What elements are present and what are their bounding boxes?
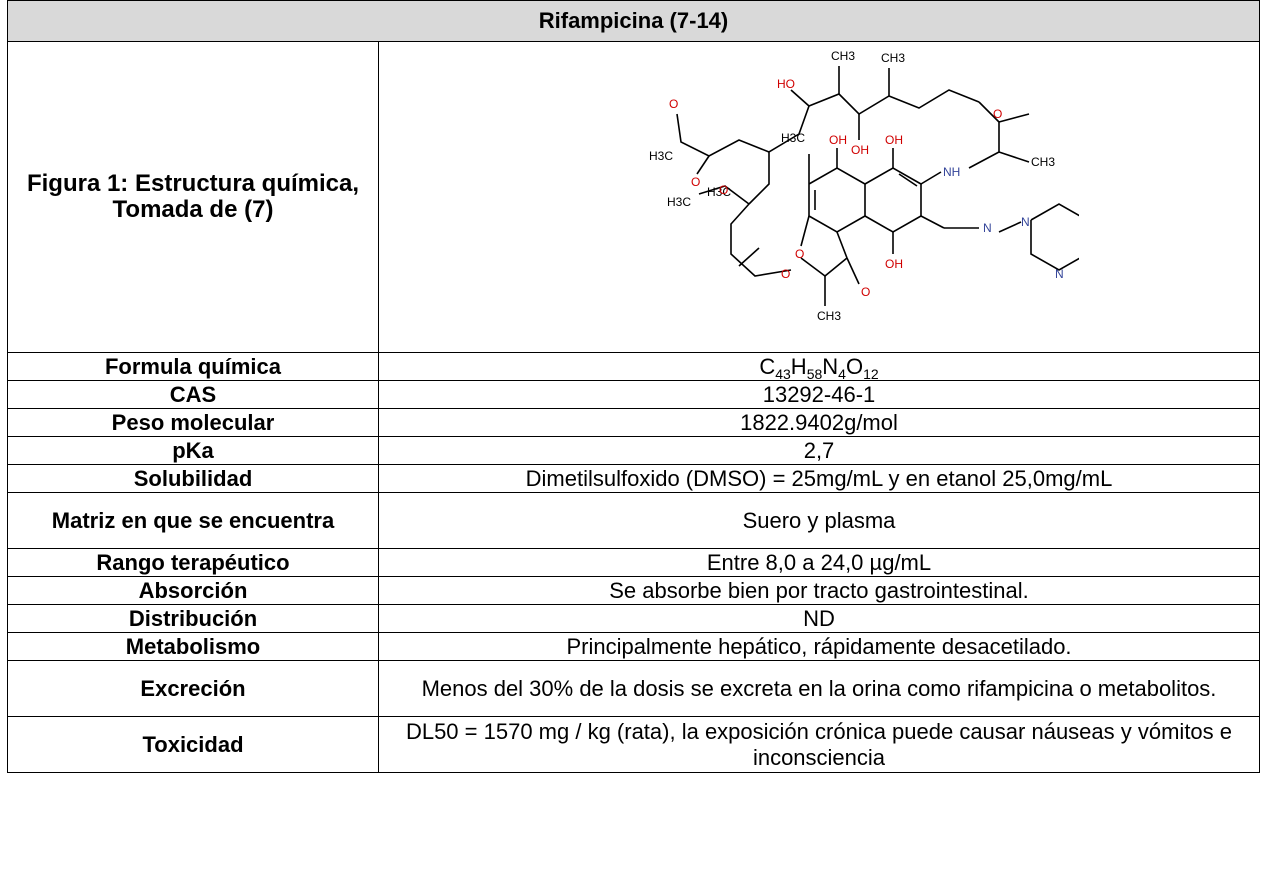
svg-text:HO: HO xyxy=(777,77,795,91)
row-absorption: Absorción Se absorbe bien por tracto gas… xyxy=(7,576,1260,605)
title-row: Rifampicina (7-14) xyxy=(7,0,1260,42)
svg-text:H3C: H3C xyxy=(707,185,731,199)
row-distribution: Distribución ND xyxy=(7,604,1260,633)
svg-text:O: O xyxy=(781,267,790,281)
structure-atom-labels: CH3 CH3 HO H3C OH OH OH OH O H3C O H3C H… xyxy=(649,49,1064,323)
svg-text:O: O xyxy=(795,247,804,261)
structure-bonds xyxy=(676,66,1079,306)
svg-text:H3C: H3C xyxy=(781,131,805,145)
svg-text:N: N xyxy=(1021,215,1030,229)
structure-cell: CH3 CH3 HO H3C OH OH OH OH O H3C O H3C H… xyxy=(378,41,1260,353)
structure-row: Figura 1: Estructura química, Tomada de … xyxy=(7,41,1260,353)
cas-value: 13292-46-1 xyxy=(378,380,1260,409)
excretion-value: Menos del 30% de la dosis se excreta en … xyxy=(378,660,1260,717)
row-molecular-weight: Peso molecular 1822.9402g/mol xyxy=(7,408,1260,437)
solubility-label: Solubilidad xyxy=(7,464,379,493)
row-cas: CAS 13292-46-1 xyxy=(7,380,1260,409)
solubility-value: Dimetilsulfoxido (DMSO) = 25mg/mL y en e… xyxy=(378,464,1260,493)
svg-text:O: O xyxy=(691,175,700,189)
svg-text:OH: OH xyxy=(829,133,847,147)
cas-label: CAS xyxy=(7,380,379,409)
rifampicina-table: Rifampicina (7-14) Figura 1: Estructura … xyxy=(7,0,1260,773)
row-metabolism: Metabolismo Principalmente hepático, ráp… xyxy=(7,632,1260,661)
matrix-value: Suero y plasma xyxy=(378,492,1260,549)
svg-text:H3C: H3C xyxy=(649,149,673,163)
svg-text:O: O xyxy=(669,97,678,111)
metabolism-value: Principalmente hepático, rápidamente des… xyxy=(378,632,1260,661)
therapeutic-range-value: Entre 8,0 a 24,0 µg/mL xyxy=(378,548,1260,577)
figure-label: Figura 1: Estructura química, Tomada de … xyxy=(7,41,379,353)
svg-text:O: O xyxy=(993,107,1002,121)
excretion-label: Excreción xyxy=(7,660,379,717)
molecular-weight-label: Peso molecular xyxy=(7,408,379,437)
distribution-value: ND xyxy=(378,604,1260,633)
row-formula: Formula química C43H58N4O12 xyxy=(7,352,1260,381)
svg-text:H3C: H3C xyxy=(667,195,691,209)
therapeutic-range-label: Rango terapéutico xyxy=(7,548,379,577)
metabolism-label: Metabolismo xyxy=(7,632,379,661)
svg-text:CH3: CH3 xyxy=(817,309,841,323)
row-solubility: Solubilidad Dimetilsulfoxido (DMSO) = 25… xyxy=(7,464,1260,493)
absorption-label: Absorción xyxy=(7,576,379,605)
toxicity-value: DL50 = 1570 mg / kg (rata), la exposició… xyxy=(378,716,1260,773)
svg-text:NH: NH xyxy=(943,165,960,179)
row-toxicity: Toxicidad DL50 = 1570 mg / kg (rata), la… xyxy=(7,716,1260,773)
row-excretion: Excreción Menos del 30% de la dosis se e… xyxy=(7,660,1260,717)
svg-text:CH3: CH3 xyxy=(831,49,855,63)
svg-text:CH3: CH3 xyxy=(881,51,905,65)
svg-text:N: N xyxy=(1055,267,1064,281)
svg-text:N: N xyxy=(983,221,992,235)
svg-text:OH: OH xyxy=(885,257,903,271)
formula-label: Formula química xyxy=(7,352,379,381)
pka-value: 2,7 xyxy=(378,436,1260,465)
svg-text:O: O xyxy=(861,285,870,299)
svg-text:OH: OH xyxy=(885,133,903,147)
svg-text:OH: OH xyxy=(851,143,869,157)
pka-label: pKa xyxy=(7,436,379,465)
table-title: Rifampicina (7-14) xyxy=(7,0,1260,42)
formula-value: C43H58N4O12 xyxy=(378,352,1260,381)
matrix-label: Matriz en que se encuentra xyxy=(7,492,379,549)
row-therapeutic-range: Rango terapéutico Entre 8,0 a 24,0 µg/mL xyxy=(7,548,1260,577)
row-pka: pKa 2,7 xyxy=(7,436,1260,465)
absorption-value: Se absorbe bien por tracto gastrointesti… xyxy=(378,576,1260,605)
distribution-label: Distribución xyxy=(7,604,379,633)
svg-text:O: O xyxy=(719,183,728,197)
row-matrix: Matriz en que se encuentra Suero y plasm… xyxy=(7,492,1260,549)
chemical-structure-image: CH3 CH3 HO H3C OH OH OH OH O H3C O H3C H… xyxy=(649,49,1079,323)
toxicity-label: Toxicidad xyxy=(7,716,379,773)
molecular-weight-value: 1822.9402g/mol xyxy=(378,408,1260,437)
svg-text:CH3: CH3 xyxy=(1031,155,1055,169)
